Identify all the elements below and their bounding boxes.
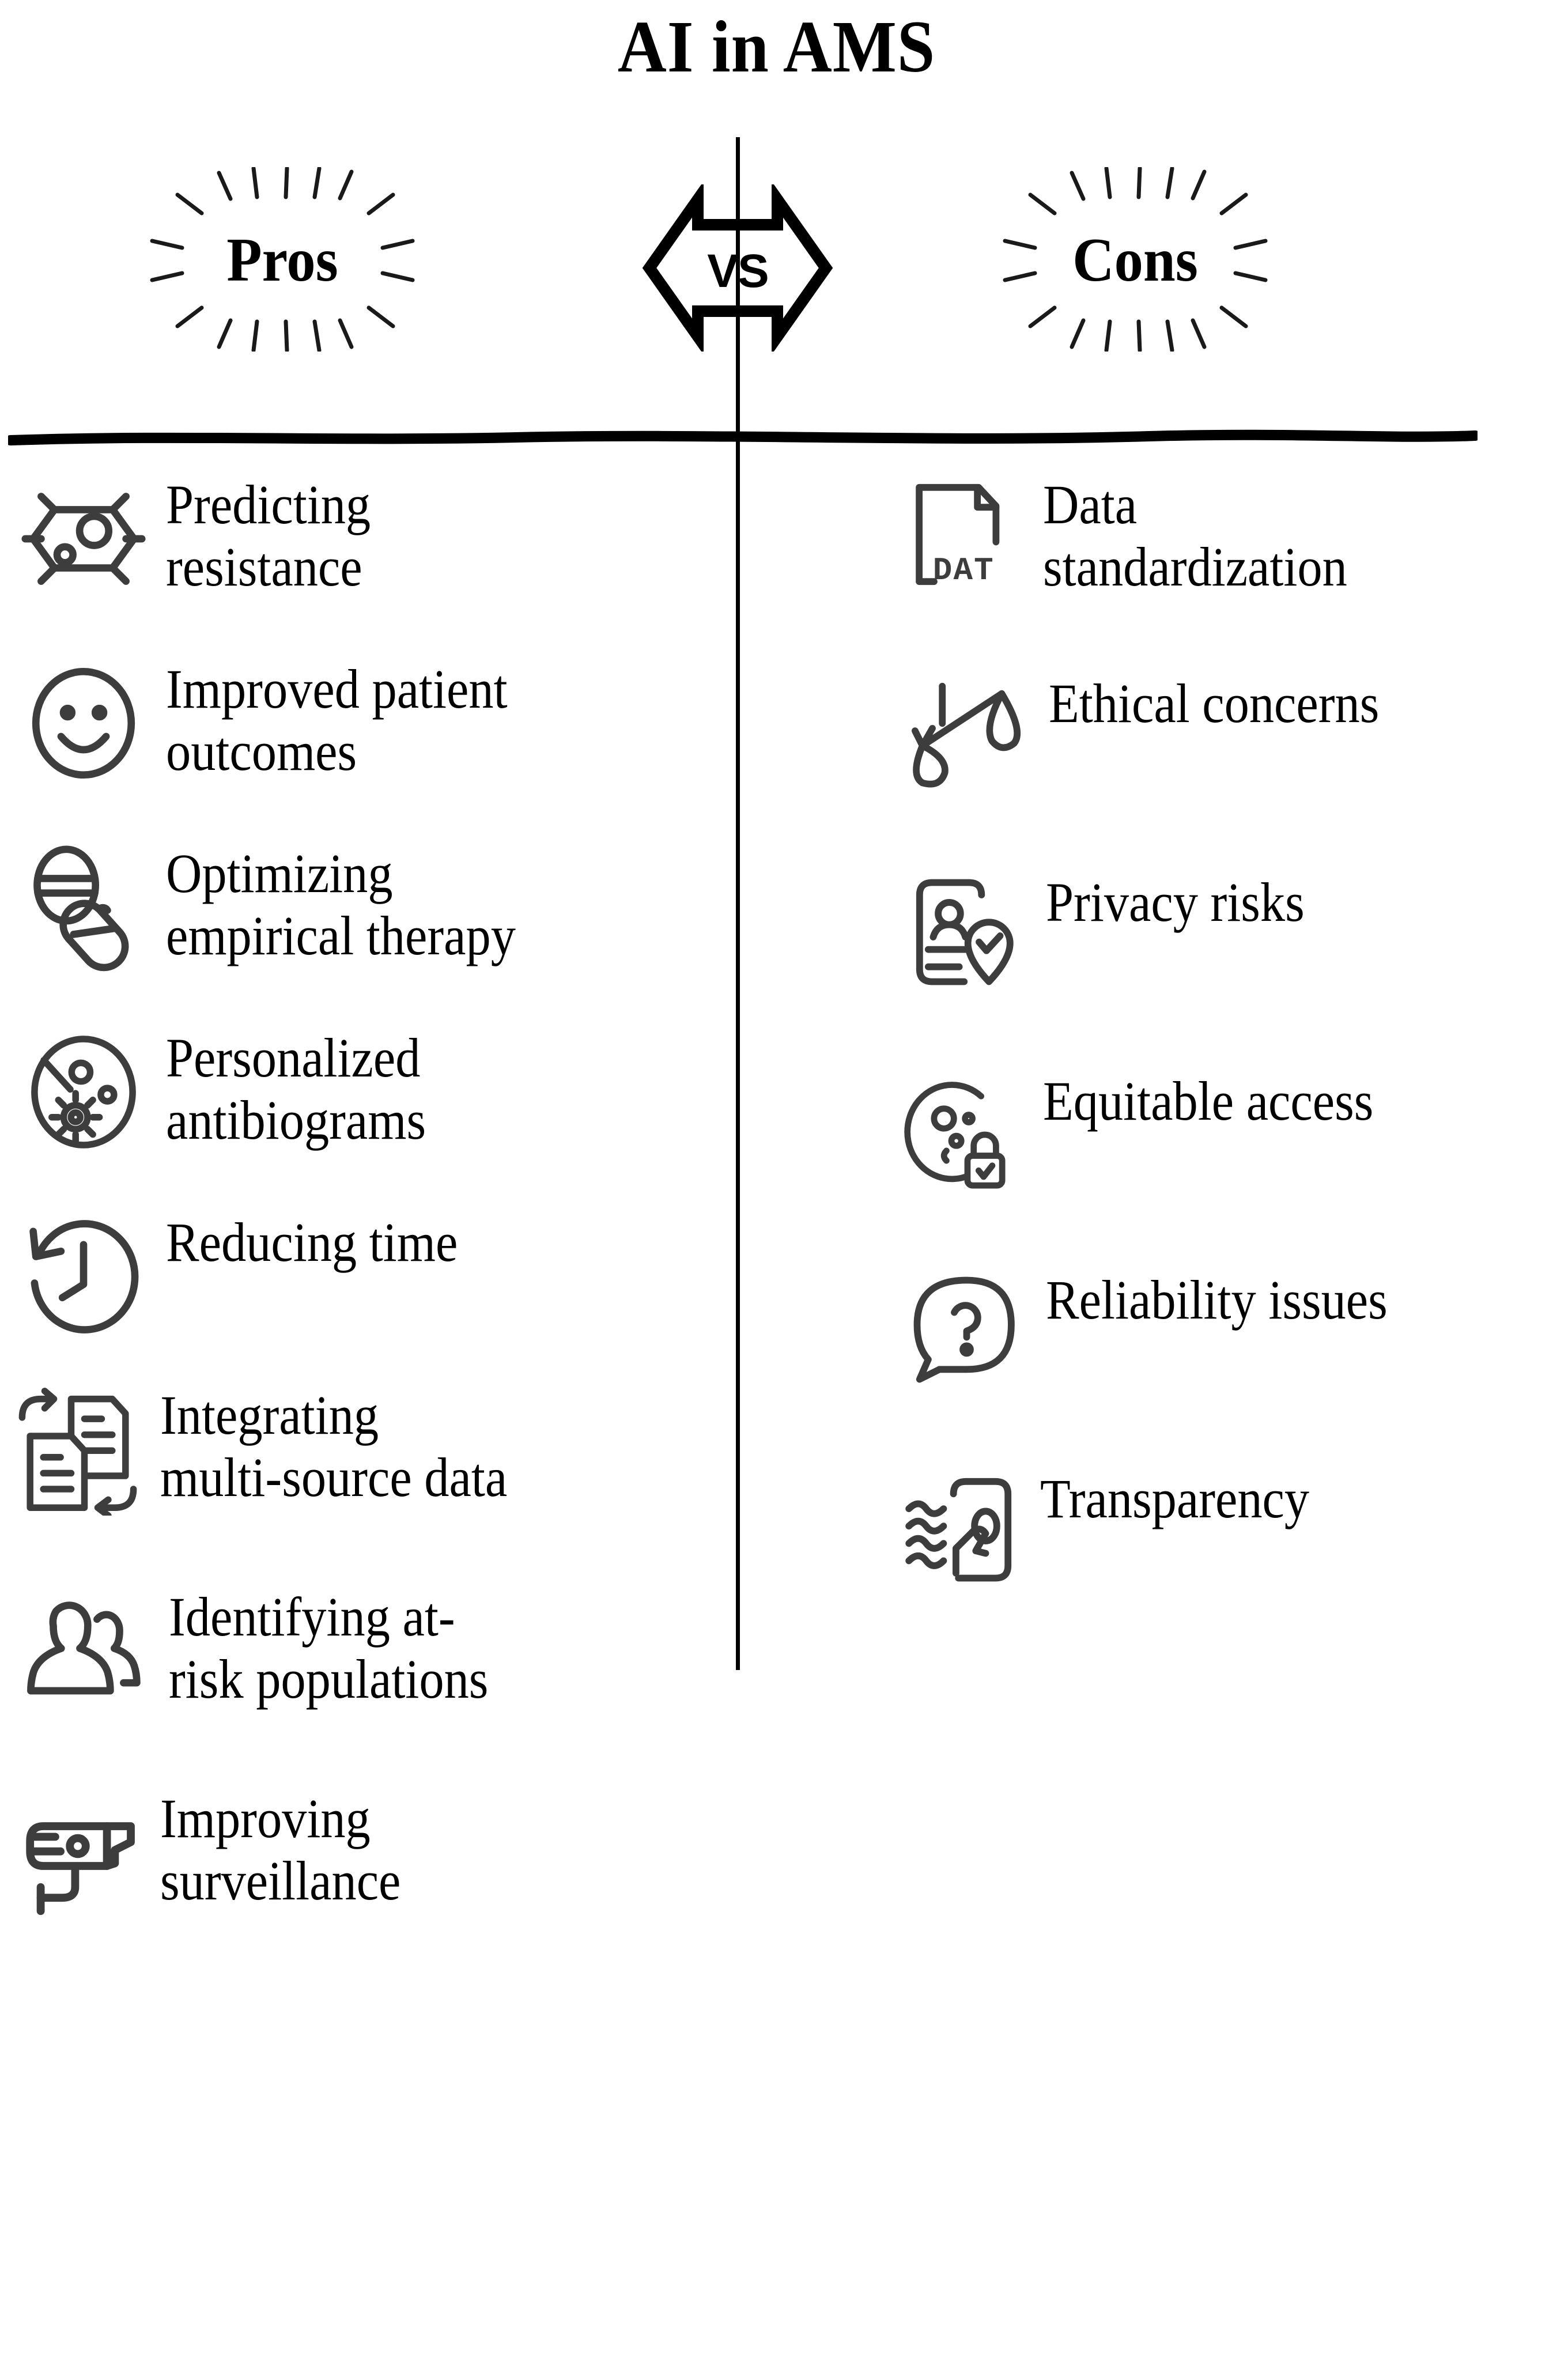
dat-file-icon: DAT [902, 473, 1026, 596]
petri-dish-microbe-icon [17, 1026, 150, 1158]
list-item-label: Improved patient outcomes [166, 658, 508, 783]
id-card-verified-icon [905, 870, 1029, 994]
list-item: Transparency [899, 1467, 1339, 1591]
pros-header: Pros [226, 226, 338, 294]
list-item: Equitable access [902, 1069, 1410, 1193]
list-item: Predicting resistance [17, 473, 394, 605]
list-item: Ethical concerns [908, 671, 1416, 795]
documents-exchange-icon [12, 1383, 144, 1516]
list-item-label: Ethical concerns [1049, 673, 1380, 734]
list-item: Reducing time [17, 1210, 490, 1343]
cons-starburst-icon [1003, 167, 1268, 352]
list-item: Privacy risks [905, 870, 1333, 994]
list-item-label: Reducing time [166, 1211, 458, 1273]
list-item-label: Identifying at- risk populations [169, 1586, 489, 1710]
list-item-label: Integrating multi-source data [160, 1384, 508, 1509]
list-item: Personalized antibiograms [17, 1026, 455, 1158]
list-item-label: Optimizing empirical therapy [166, 843, 516, 967]
list-item: Reliability issues [905, 1268, 1426, 1392]
people-group-icon [20, 1585, 153, 1717]
petri-dish-lock-icon [902, 1069, 1026, 1193]
cctv-camera-icon [12, 1786, 144, 1919]
list-item: Identifying at- risk populations [20, 1585, 524, 1717]
smiley-face-icon [17, 657, 150, 789]
list-item-label: Personalized antibiograms [166, 1027, 426, 1151]
list-item: DAT Data standardization [902, 473, 1381, 599]
svg-text:DAT: DAT [933, 552, 995, 589]
page-title: AI in AMS [617, 6, 936, 88]
list-item: Optimizing empirical therapy [17, 841, 554, 974]
pros-starburst-icon [150, 167, 415, 352]
list-item-label: Predicting resistance [166, 474, 371, 598]
horizontal-divider [8, 429, 1478, 445]
transparency-waves-icon [899, 1467, 1023, 1591]
list-item-label: Transparency [1040, 1468, 1310, 1529]
list-item-label: Equitable access [1043, 1070, 1374, 1132]
list-item: Integrating multi-source data [12, 1383, 546, 1516]
list-item: Improving surveillance [12, 1786, 428, 1919]
question-bubble-icon [905, 1268, 1029, 1392]
list-item-label: Privacy risks [1046, 871, 1305, 933]
vertical-divider [736, 137, 740, 1670]
pills-capsule-icon [17, 841, 150, 974]
list-item-label: Reliability issues [1046, 1269, 1388, 1331]
list-item: Improved patient outcomes [17, 657, 545, 789]
list-item-label: Data standardization [1043, 474, 1347, 598]
scales-balance-icon [908, 671, 1031, 795]
clock-rewind-icon [17, 1210, 150, 1343]
cons-header: Cons [1072, 226, 1198, 294]
list-item-label: Improving surveillance [160, 1788, 401, 1912]
bacteria-cell-icon [17, 473, 150, 605]
